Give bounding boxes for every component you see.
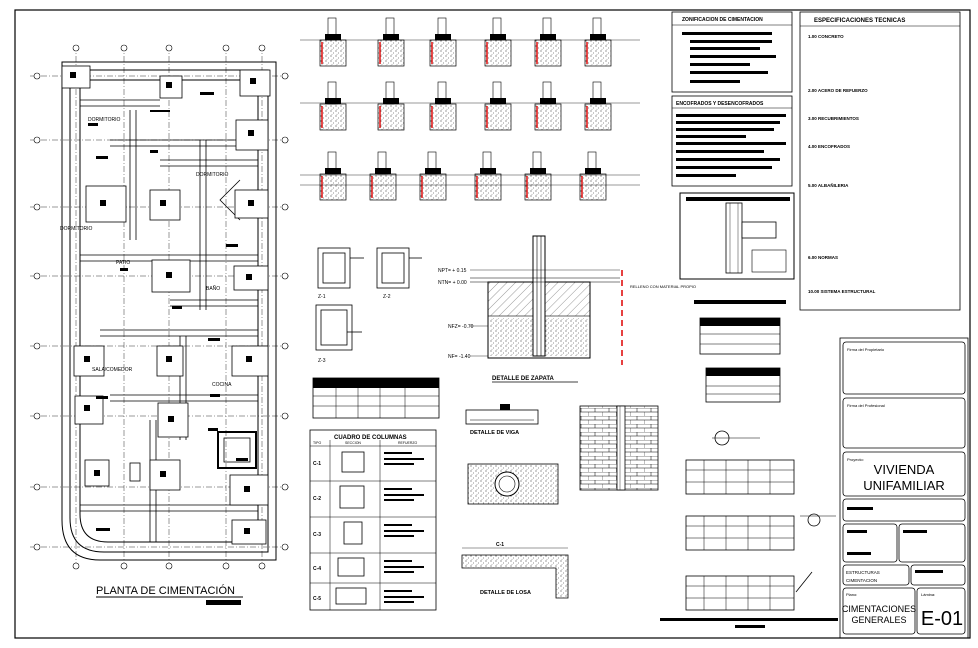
rebar-tables: [685, 430, 836, 611]
wall-section-1-1: [319, 17, 347, 67]
wall-section-1-4: [484, 17, 512, 67]
column-pedestal-details: [315, 247, 422, 351]
section-level-lines: [300, 39, 640, 186]
viga-title: DETALLE DE VIGA: [470, 430, 519, 436]
level-nfz: NFZ= -0.70: [448, 324, 474, 330]
label-dormitorio-2: DORMITORIO: [196, 172, 229, 178]
spec-item-6: 6.00 NORMAS: [808, 255, 838, 260]
axis-bubbles: [33, 44, 289, 570]
notes-cimentacion: [671, 11, 793, 93]
sheet-border: [14, 9, 971, 639]
column-type-5: C-5: [313, 596, 321, 602]
sheet-number: E-01: [921, 608, 963, 630]
specs-title: ESPECIFICACIONES TECNICAS: [814, 18, 905, 24]
zapata-note: RELLENO CON MATERIAL PROPIO: [630, 284, 696, 289]
columns-header-refuerzo: REFUERZO: [398, 441, 418, 445]
label-bano: BAÑO: [206, 285, 220, 292]
sheet-topic: CIMENTACION: [846, 578, 877, 583]
z-label-2: Z-2: [383, 294, 391, 300]
wall-section-1-2: [377, 17, 405, 67]
columns-table: [309, 429, 437, 611]
project-name-line-2: UNIFAMILIAR: [863, 478, 945, 493]
column-type-3: C-3: [313, 532, 321, 538]
z-label-1: Z-1: [318, 294, 326, 300]
wall-section-2-3: [429, 81, 457, 131]
zapata-title: DETALLE DE ZAPATA: [492, 376, 555, 382]
spec-item-7: 10.00 SISTEMA ESTRUCTURAL: [808, 289, 876, 294]
wall-section-3-3: [419, 151, 447, 201]
label-sala: SALA/COMEDOR: [92, 367, 133, 373]
wall-section-3-6: [579, 151, 607, 201]
spec-item-4: 4.00 ENCOFRADOS: [808, 144, 850, 149]
lamina-label: Lámina:: [921, 592, 935, 597]
general-notes: [660, 618, 838, 628]
level-npt: NPT= + 0.15: [438, 268, 467, 274]
wall-detail: [579, 405, 659, 491]
foundation-plan: DORMITORIO DORMITORIO DORMITORIO PATIO B…: [30, 44, 290, 605]
wall-section-2-4: [484, 81, 512, 131]
wall-section-2-6: [584, 81, 612, 131]
columns: [70, 72, 256, 534]
z-label-3: Z-3: [318, 358, 326, 364]
title-block: [839, 337, 969, 639]
losa-title: DETALLE DE LOSA: [480, 590, 531, 596]
wall-section-2-1: [319, 81, 347, 131]
columns-table-title: CUADRO DE COLUMNAS: [334, 435, 407, 441]
notes-cimentacion-title: ZONIFICACION DE CIMENTACION: [682, 17, 763, 23]
wall-section-1-6: [584, 17, 612, 67]
notes-encofrados: [671, 95, 793, 187]
beam-detail: [465, 404, 559, 505]
label-dormitorio-3: DORMITORIO: [60, 226, 93, 232]
footing-detail: [470, 235, 623, 365]
column-type-4: C-4: [313, 566, 321, 572]
columns-header-tipo: TIPO: [313, 441, 321, 445]
prof-signature-label: Firma del Profesional: [847, 403, 885, 408]
project-label: Proyecto:: [847, 457, 864, 462]
losa-section-mark: C-1: [496, 542, 504, 548]
wall-section-2-5: [534, 81, 562, 131]
wall-section-3-1: [319, 151, 347, 201]
wall-section-2-2: [377, 81, 405, 131]
wall-section-3-2: [369, 151, 397, 201]
specialty: ESTRUCTURAS: [846, 570, 880, 575]
columns-table-notes: [384, 452, 424, 603]
owner-signature-label: Firma del Propietario: [847, 347, 885, 352]
column-type-1: C-1: [313, 461, 321, 467]
label-patio: PATIO: [116, 260, 130, 266]
spec-item-1: 1.00 CONCRETO: [808, 34, 844, 39]
spec-item-2: 2.00 ACERO DE REFUERZO: [808, 88, 868, 93]
plan-annotations: [88, 92, 248, 531]
plano-name-line-1: CIMENTACIONES: [842, 604, 916, 614]
joint-detail: [679, 192, 795, 280]
cistern: [129, 431, 257, 482]
wall-section-3-4: [474, 151, 502, 201]
specs-box: [799, 11, 961, 311]
wall-section-1-3: [429, 17, 457, 67]
label-cocina: COCINA: [212, 382, 232, 388]
project-name-line-1: VIVIENDA: [874, 462, 935, 477]
spec-item-3: 3.00 RECUBRIMIENTOS: [808, 116, 859, 121]
level-ntn: NTN= + 0.00: [438, 280, 467, 286]
column-type-2: C-2: [313, 496, 321, 502]
plano-name-line-2: GENERALES: [851, 615, 906, 625]
slab-detail: [461, 547, 569, 599]
level-nf: NF= -1.40: [448, 354, 471, 360]
columns-header-seccion: SECCION: [345, 441, 361, 445]
wall-footing-sections: [319, 17, 612, 201]
wall-section-3-5: [524, 151, 552, 201]
plan-title: PLANTA DE CIMENTACIÓN: [96, 584, 235, 597]
wall-section-1-5: [534, 17, 562, 67]
anchorage-tables: [694, 300, 786, 403]
label-dormitorio: DORMITORIO: [88, 117, 121, 123]
footing-schedule: [312, 377, 440, 419]
perimeter-foundation: [61, 61, 277, 561]
plano-label: Plano:: [846, 592, 857, 597]
notes-encofrados-title: ENCOFRADOS Y DESENCOFRADOS: [676, 101, 764, 107]
spec-item-5: 5.00 ALBAÑILERIA: [808, 182, 849, 188]
